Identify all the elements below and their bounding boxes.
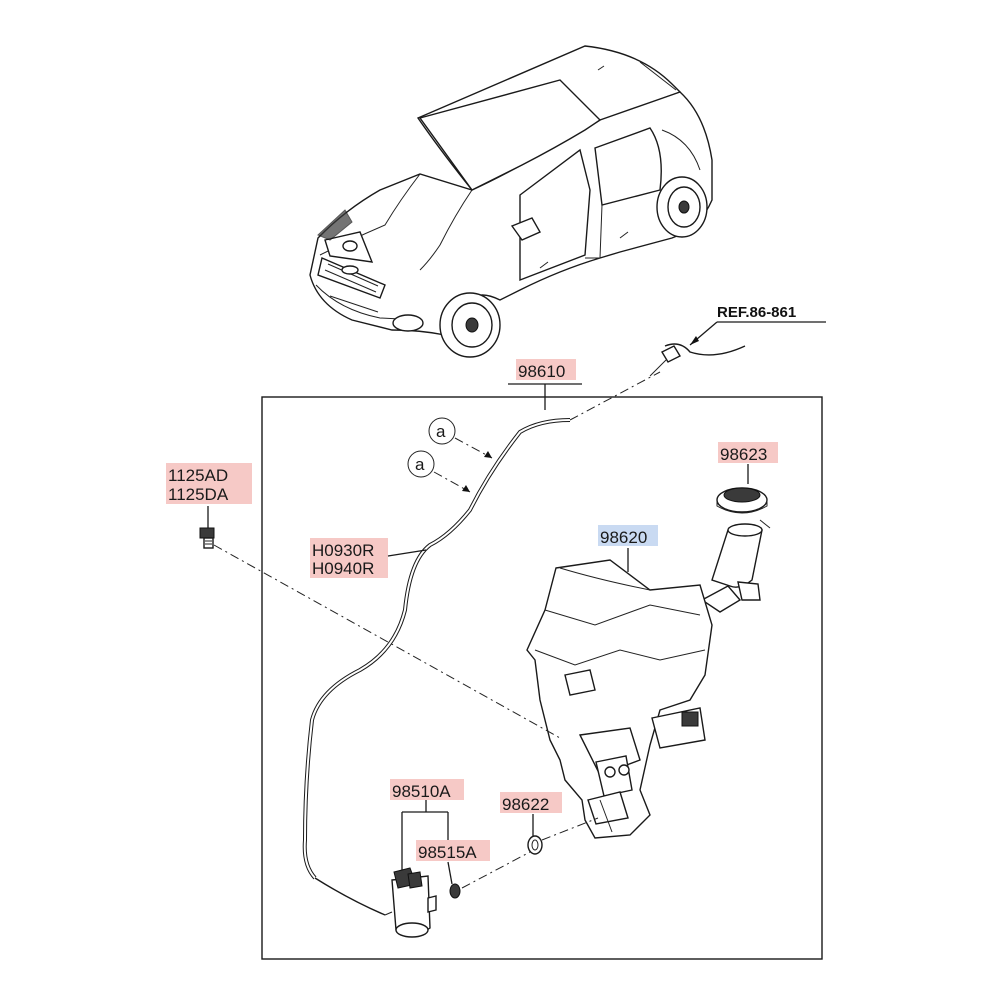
grommet-icon: [449, 851, 531, 899]
seal-icon: [527, 817, 599, 855]
callout-98622: 98622: [502, 795, 549, 814]
callout-H0930R-highlight: [310, 538, 388, 559]
washer-pump-icon: [384, 867, 437, 938]
callout-H0940R-highlight: [310, 557, 388, 578]
callout-1125AD-highlight: [166, 463, 252, 484]
circle-mark-a-1: a: [428, 417, 493, 459]
circle-mark-a-2: a: [407, 450, 471, 493]
callout-H0940R: H0940R: [312, 559, 374, 578]
bolt-icon: [199, 527, 215, 549]
filler-cap-icon: [716, 487, 771, 529]
hose-connector-icon: [649, 343, 746, 377]
callout-98515A-highlight: [416, 840, 490, 861]
callout-1125DA: 1125DA: [168, 485, 229, 504]
ref-label: REF.86-861: [717, 304, 796, 321]
callout-H0930R: H0930R: [312, 541, 374, 560]
callout-98622-highlight: [500, 792, 562, 813]
callout-98620: 98620: [600, 528, 647, 547]
callout-1125AD: 1125AD: [168, 466, 228, 485]
svg-text:a: a: [415, 455, 425, 474]
callout-98515A: 98515A: [418, 843, 477, 862]
ref-callout: REF.86-861: [689, 304, 826, 346]
callout-98510A: 98510A: [392, 782, 451, 801]
callout-98623: 98623: [720, 445, 767, 464]
callout-98610-highlight: [516, 359, 576, 380]
callout-1125DA-highlight: [166, 483, 252, 504]
washer-reservoir-icon: [526, 523, 763, 839]
assembly-box: [261, 396, 823, 960]
callout-98620-highlight: [598, 525, 658, 546]
callout-98610: 98610: [518, 362, 565, 381]
callout-98510A-highlight: [390, 779, 464, 800]
svg-text:a: a: [436, 422, 446, 441]
callout-98623-highlight: [718, 442, 778, 463]
car-icon: [309, 45, 713, 358]
